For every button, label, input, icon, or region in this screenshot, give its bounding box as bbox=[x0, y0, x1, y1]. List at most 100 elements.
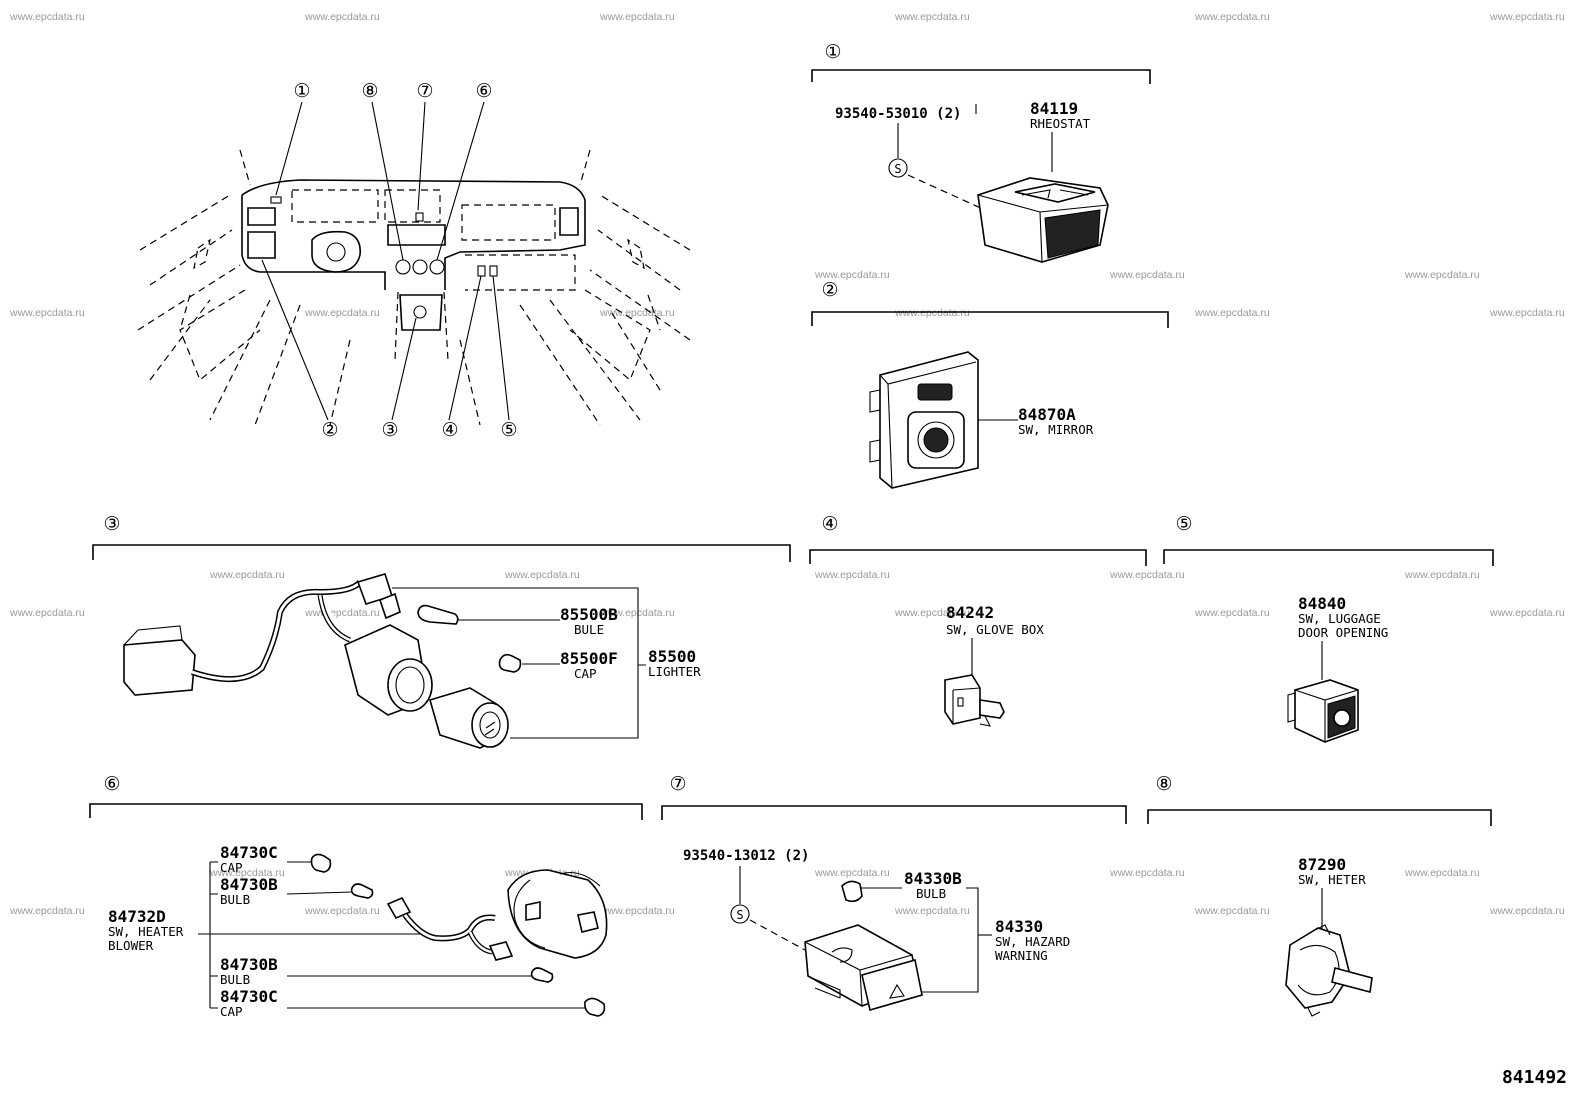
section-5-number: ⑤ bbox=[1175, 513, 1192, 535]
lighter-connector-icon bbox=[123, 639, 196, 696]
heater-bulb-2-desc: BULB bbox=[220, 972, 250, 987]
mirror-switch-desc: SW, MIRROR bbox=[1018, 422, 1094, 437]
section-5-luggage-door-switch: ⑤ 84840 SW, LUGGAGE DOOR OPENING bbox=[1163, 513, 1494, 743]
lighter-cap-icon bbox=[498, 653, 522, 673]
luggage-switch-desc-2: DOOR OPENING bbox=[1298, 625, 1388, 640]
section-6-heater-blower-switch: ⑥ 84730C CAP 84730B BULB 84732D SW, HEAT… bbox=[89, 773, 643, 1019]
watermark-text: www.epcdata.ru bbox=[304, 607, 380, 619]
watermark-text: www.epcdata.ru bbox=[1194, 905, 1270, 917]
lighter-bulb-part-number: 85500B bbox=[560, 605, 618, 624]
section-4-number: ④ bbox=[821, 513, 838, 535]
hazard-bulb-icon bbox=[841, 880, 863, 903]
section-7-hazard-switch: ⑦ 93540-13012 (2) S 84330B BULB 84330 SW… bbox=[661, 773, 1127, 1012]
lighter-bulb-icon bbox=[417, 604, 459, 625]
heater-cap-icon bbox=[310, 853, 332, 873]
rheostat-part-number: 84119 bbox=[1030, 99, 1078, 118]
svg-text:S: S bbox=[894, 162, 901, 176]
lighter-cap-part-number: 85500F bbox=[560, 649, 618, 668]
hazard-screw-part-number: 93540-13012 (2) bbox=[683, 848, 809, 864]
watermark-text: www.epcdata.ru bbox=[1489, 11, 1565, 23]
watermark-text: www.epcdata.ru bbox=[894, 11, 970, 23]
watermark-text: www.epcdata.ru bbox=[1109, 867, 1185, 879]
hazard-screw-symbol bbox=[730, 904, 750, 924]
section-6-number: ⑥ bbox=[103, 773, 120, 795]
watermark-text: www.epcdata.ru bbox=[1109, 569, 1185, 581]
heater-cap-1-part-number: 84730C bbox=[220, 843, 278, 862]
watermark-text: www.epcdata.ru bbox=[814, 867, 890, 879]
hazard-switch-desc-2: WARNING bbox=[995, 948, 1048, 963]
figure-number: 841492 bbox=[1502, 1067, 1567, 1088]
watermark-text: www.epcdata.ru bbox=[599, 905, 675, 917]
section-8-number: ⑧ bbox=[1155, 773, 1172, 795]
watermark-text: www.epcdata.ru bbox=[1404, 569, 1480, 581]
screw-part-number: 93540-53010 (2) bbox=[835, 106, 961, 122]
watermark-text: www.epcdata.ru bbox=[1194, 11, 1270, 23]
section-1-rheostat: ① 93540-53010 (2) S 84119 RHEOSTAT bbox=[811, 41, 1151, 263]
dashboard-locator-diagram: ① ⑧ ⑦ ⑥ ② ③ ④ ⑤ bbox=[137, 80, 691, 441]
glove-box-switch-part-number: 84242 bbox=[946, 603, 994, 622]
heater-cap-2-desc: CAP bbox=[220, 1004, 243, 1019]
watermark-text: www.epcdata.ru bbox=[1489, 307, 1565, 319]
hazard-bulb-part-number: 84330B bbox=[904, 869, 962, 888]
watermark-text: www.epcdata.ru bbox=[599, 607, 675, 619]
watermark-layer: www.epcdata.ru www.epcdata.ru www.epcdata.… bbox=[9, 11, 1565, 917]
heater-bulb-2-part-number: 84730B bbox=[220, 955, 278, 974]
locator-3: ③ bbox=[381, 419, 398, 441]
heater-cap-1-desc: CAP bbox=[220, 860, 243, 875]
heater-cap-2-part-number: 84730C bbox=[220, 987, 278, 1006]
section-4-glove-box-switch: ④ 84242 SW, GLOVE BOX bbox=[809, 513, 1147, 727]
luggage-switch-desc-1: SW, LUGGAGE bbox=[1298, 611, 1381, 626]
hazard-switch-desc-1: SW, HAZARD bbox=[995, 934, 1070, 949]
luggage-switch-part-number: 84840 bbox=[1298, 594, 1346, 613]
lighter-cap-desc: CAP bbox=[574, 666, 597, 681]
watermark-text: www.epcdata.ru bbox=[1489, 607, 1565, 619]
section-8-heater-switch: ⑧ 87290 SW, HETER bbox=[1147, 773, 1492, 1017]
watermark-text: www.epcdata.ru bbox=[1489, 905, 1565, 917]
watermark-text: www.epcdata.ru bbox=[9, 11, 85, 23]
heater-blower-part-number: 84732D bbox=[108, 907, 166, 926]
watermark-text: www.epcdata.ru bbox=[1194, 307, 1270, 319]
rheostat-desc: RHEOSTAT bbox=[1030, 116, 1091, 131]
locator-7: ⑦ bbox=[416, 80, 433, 102]
locator-8: ⑧ bbox=[361, 80, 378, 102]
locator-4: ④ bbox=[441, 419, 458, 441]
svg-text:S: S bbox=[736, 908, 743, 922]
watermark-text: www.epcdata.ru bbox=[599, 11, 675, 23]
watermark-text: www.epcdata.ru bbox=[894, 905, 970, 917]
section-3-number: ③ bbox=[103, 513, 120, 535]
heater-switch-icon bbox=[1285, 927, 1351, 1009]
watermark-text: www.epcdata.ru bbox=[209, 569, 285, 581]
hazard-bulb-desc: BULB bbox=[916, 886, 946, 901]
heater-bulb-1-part-number: 84730B bbox=[220, 875, 278, 894]
watermark-text: www.epcdata.ru bbox=[9, 905, 85, 917]
section-3-lighter: ③ 85500B BULE 85500F CAP 85500 LIGHT bbox=[92, 513, 791, 749]
watermark-text: www.epcdata.ru bbox=[814, 569, 890, 581]
section-2-number: ② bbox=[821, 279, 838, 301]
lighter-bulb-desc: BULE bbox=[574, 622, 604, 637]
heater-bulb-1-desc: BULB bbox=[220, 892, 250, 907]
watermark-text: www.epcdata.ru bbox=[9, 307, 85, 319]
locator-1: ① bbox=[293, 80, 310, 102]
watermark-text: www.epcdata.ru bbox=[304, 905, 380, 917]
watermark-text: www.epcdata.ru bbox=[894, 307, 970, 319]
heater-blower-desc-2: BLOWER bbox=[108, 938, 154, 953]
mirror-switch-part-number: 84870A bbox=[1018, 405, 1076, 424]
watermark-text: www.epcdata.ru bbox=[9, 607, 85, 619]
section-7-number: ⑦ bbox=[669, 773, 686, 795]
watermark-text: www.epcdata.ru bbox=[504, 569, 580, 581]
watermark-text: www.epcdata.ru bbox=[209, 867, 285, 879]
watermark-text: www.epcdata.ru bbox=[1404, 269, 1480, 281]
section-2-mirror-switch: ② 84870A SW, MIRROR bbox=[811, 279, 1169, 489]
locator-6: ⑥ bbox=[475, 80, 492, 102]
watermark-text: www.epcdata.ru bbox=[304, 307, 380, 319]
watermark-text: www.epcdata.ru bbox=[599, 307, 675, 319]
locator-5: ⑤ bbox=[500, 419, 517, 441]
watermark-text: www.epcdata.ru bbox=[1109, 269, 1185, 281]
heater-switch-part-number: 87290 bbox=[1298, 855, 1346, 874]
heater-blower-desc-1: SW, HEATER bbox=[108, 924, 184, 939]
heater-bulb-icon bbox=[350, 883, 374, 899]
lighter-assembly-desc: LIGHTER bbox=[648, 664, 701, 679]
hazard-switch-part-number: 84330 bbox=[995, 917, 1043, 936]
locator-2: ② bbox=[321, 419, 338, 441]
